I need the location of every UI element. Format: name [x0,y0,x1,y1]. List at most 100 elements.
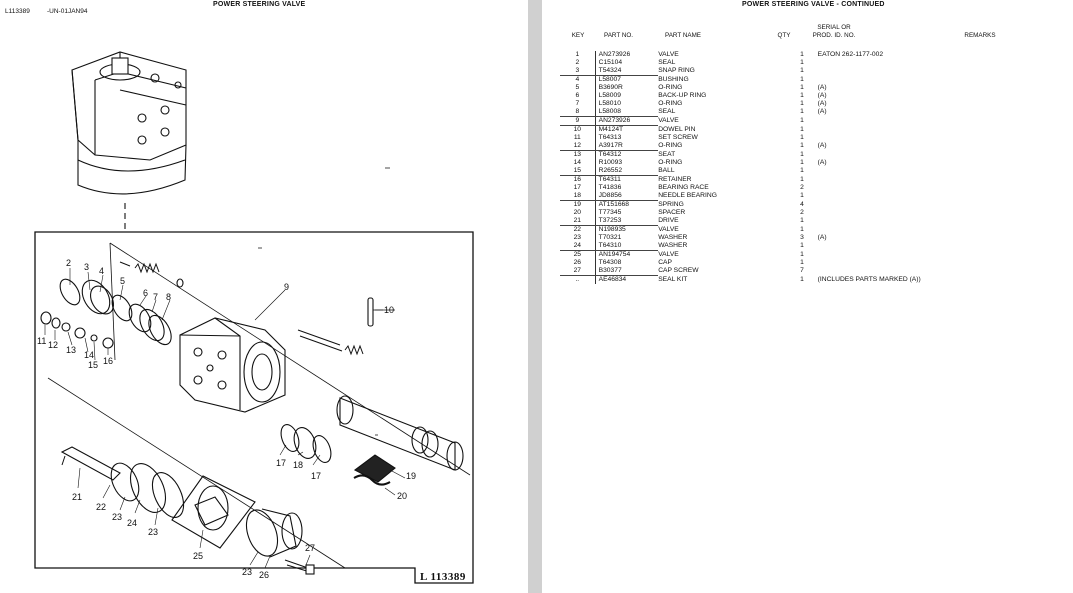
remarks-cell [921,267,1073,276]
right-page: POWER STEERING VALVE - CONTINUED KEY PAR… [542,0,1073,593]
qty-cell: 1 [800,150,804,158]
remarks-cell [921,259,1073,267]
key-cell: 18 [560,192,596,201]
remarks-cell [921,59,1073,67]
qty-cell: 1 [800,92,804,99]
key-cell: 12 [560,142,596,151]
remarks-cell [921,226,1073,235]
serial-cell [810,59,921,67]
qty-cell: 1 [800,159,804,166]
figure-id: L113389 [5,8,30,15]
part-name-cell: SET SCREW [658,134,698,141]
valve-body-drawing [179,317,286,413]
serial-cell [810,117,921,126]
remarks-cell [921,100,1073,108]
key-cell: 3 [560,67,596,76]
qty-cell: 4 [800,200,804,208]
key-cell: 26 [573,259,582,266]
callout-label: 17 [311,471,321,481]
part-name-cell: SPRING [658,200,684,208]
callout-label: 25 [193,551,203,561]
remarks-cell [921,159,1073,167]
remarks-cell [921,126,1073,135]
header-serial-line1: SERIAL OR [817,24,851,31]
header-remarks: REMARKS [964,32,996,39]
serial-cell [810,201,921,210]
key-cell: 6 [575,92,580,99]
serial-cell: (A) [817,234,827,241]
key-cell: 15 [560,167,596,176]
part-name-cell: VALVE [658,225,679,233]
part-name-cell: DRIVE [658,217,679,224]
callout-label: 9 [284,282,289,292]
key-cell: 8 [560,108,596,117]
remarks-cell [921,176,1073,185]
part-no-cell: T64313 [594,134,659,142]
callout-label: 26 [259,570,269,580]
qty-cell: 1 [800,51,804,58]
callout-label: 24 [127,518,137,528]
serial-cell: (A) [817,92,827,99]
serial-cell: EATON 262-1177-002 [817,51,884,58]
key-cell: 7 [575,100,580,107]
part-no-cell: A3917R [594,142,659,151]
callout-label: 15 [88,360,98,370]
dowel-pin-drawing [367,297,374,327]
key-cell: .. [575,276,580,283]
serial-cell [810,126,921,135]
part-name-cell: VALVE [658,250,679,258]
serial-cell [810,217,921,226]
key-cell: 25 [573,251,582,258]
qty-cell: 1 [800,67,804,74]
serial-cell [810,259,921,267]
header-serial-line2: PROD. ID. NO. [812,32,856,39]
remarks-cell [921,151,1073,160]
remarks-cell [921,134,1073,142]
remarks-cell [921,192,1073,201]
part-name-cell: SPACER [658,209,686,216]
part-no-cell: L58010 [594,100,659,108]
qty-cell: 1 [800,84,804,91]
qty-cell: 1 [800,259,804,266]
key-cell: 5 [575,84,580,91]
figure-date: -UN-01JAN94 [47,8,88,15]
callout-label: 14 [84,350,94,360]
part-name-cell: BUSHING [658,75,689,83]
header-part-no: PART NO. [603,32,634,39]
qty-cell: 1 [800,250,804,258]
remarks-cell [921,51,1073,59]
key-cell: 4 [575,76,580,83]
serial-cell [810,76,921,85]
assembled-valve-drawing [71,51,187,230]
page-title: POWER STEERING VALVE [213,1,306,8]
part-no-cell: T64311 [594,175,659,184]
callout-label: 23 [148,527,158,537]
header-key: KEY [571,32,585,39]
part-name-cell: SEAL [658,108,676,115]
key-cell: 9 [560,116,596,126]
part-name-cell: SEAL KIT [658,275,688,283]
qty-cell: 1 [800,75,804,83]
part-no-cell: M4124T [594,125,659,134]
remarks-cell [921,234,1073,242]
part-name-cell: VALVE [658,116,679,124]
part-name-cell: DOWEL PIN [658,125,696,133]
key-cell: 14 [573,159,582,166]
remarks-cell [921,201,1073,210]
key-cell: 10 [573,126,582,133]
page-gutter [528,0,542,593]
remarks-cell [921,108,1073,117]
key-cell: 2 [575,59,580,66]
